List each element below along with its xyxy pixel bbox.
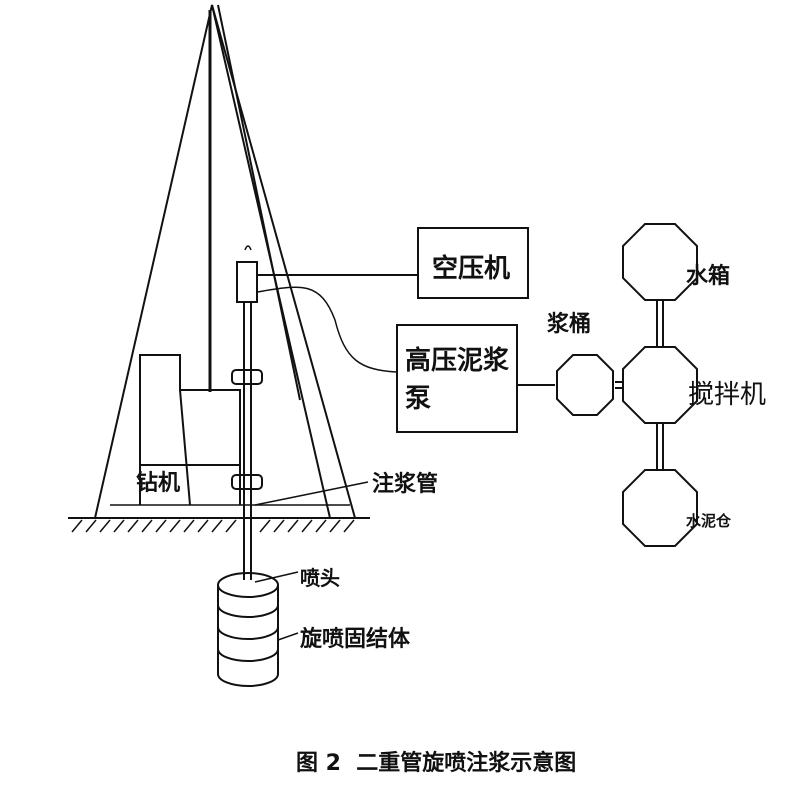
cement-silo-shape	[622, 469, 698, 547]
mixer-shape	[622, 346, 698, 424]
slurry-bucket-shape	[556, 354, 614, 416]
water-tank-shape	[622, 223, 698, 301]
air-compressor-box	[417, 227, 529, 299]
ground	[68, 504, 370, 533]
drill-rig-machine	[139, 354, 241, 506]
pump-label-line2: 泵	[405, 384, 432, 414]
drill-tower	[94, 4, 356, 519]
air-compressor-label: 空压机	[432, 254, 511, 284]
cement-silo-label: 水泥仓	[686, 512, 732, 530]
hoses	[256, 274, 664, 470]
consolidated-body-label: 旋喷固结体	[300, 627, 411, 652]
figure-caption: 图 2 二重管旋喷注浆示意图	[296, 751, 577, 776]
grout-pipe-label: 注浆管	[372, 472, 439, 497]
water-tank-label: 水箱	[686, 264, 731, 289]
nozzle-label: 喷头	[300, 566, 340, 590]
slurry-bucket-label: 浆桶	[547, 312, 592, 337]
consolidated-body-shape	[217, 571, 299, 687]
pump-box	[396, 324, 518, 433]
drill-rig-label: 钻机	[136, 471, 181, 496]
mixer-label: 搅拌机	[688, 380, 767, 410]
grout-pipe	[231, 245, 369, 580]
pump-label-line1: 高压泥浆	[405, 346, 510, 376]
